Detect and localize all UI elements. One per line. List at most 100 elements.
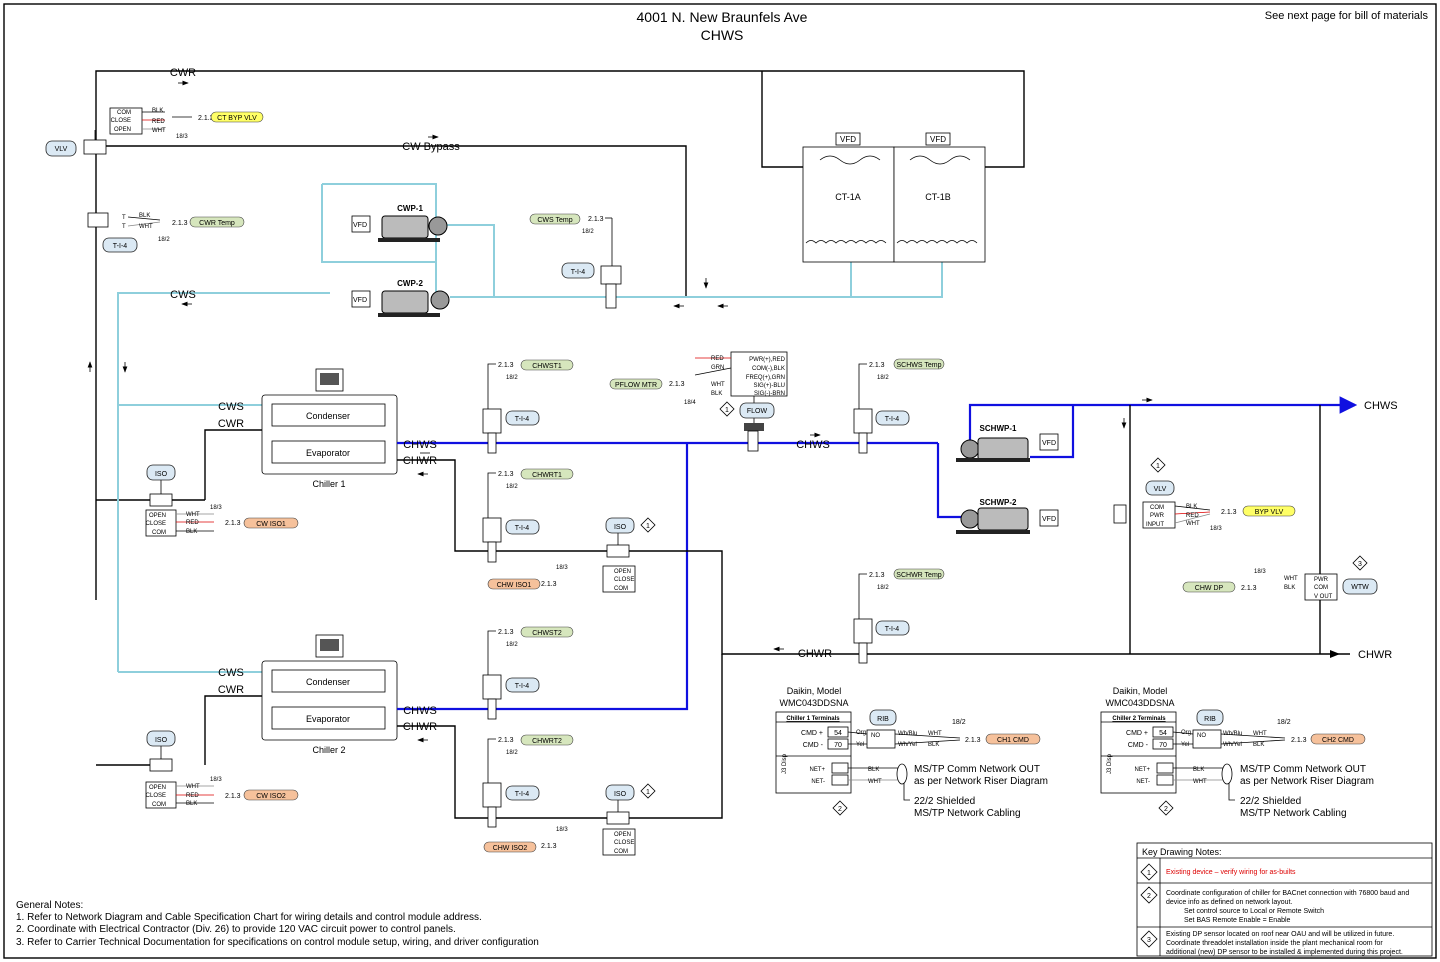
general-note-2: 2. Coordinate with Electrical Contractor…: [16, 924, 456, 935]
cwiso1-com: COM: [152, 530, 166, 536]
ti4-schws: T-I-4: [885, 416, 899, 423]
tag-schws-temp-text: SCHWS Temp: [897, 362, 942, 369]
byp-com: COM: [1150, 505, 1164, 511]
cwr-temp-sensor: [87, 212, 109, 228]
rib-1: RIB: [877, 716, 889, 723]
ct-bypass-valve: [83, 130, 107, 155]
ch2-maker: Daikin, Model: [1113, 686, 1168, 696]
ch2-netwht: WHT: [1193, 779, 1207, 785]
diamond-iso2: 1: [646, 789, 650, 796]
key-notes-box: [1136, 842, 1433, 957]
rib-2: RIB: [1204, 716, 1216, 723]
tag-chwst1-text: CHWST1: [532, 363, 562, 370]
ct1a-vfd-label: VFD: [840, 135, 856, 144]
ti4-bubble-cwr: [102, 237, 138, 253]
general-notes-title: General Notes:: [16, 900, 83, 911]
cwiso1-gauge: 18/3: [210, 505, 222, 511]
flow-t3: FREQ(+),GRN: [746, 375, 785, 381]
tag-schwr-temp: [893, 568, 945, 580]
ch1-t70: 70: [834, 742, 842, 749]
ch1-yel: Yel: [856, 742, 864, 748]
chwiso1-open: OPEN: [614, 569, 631, 575]
ch1-cmd-minus: CMD -: [803, 742, 824, 749]
ti4-chwrt1: T-I-4: [515, 525, 529, 532]
cwp1-label: CWP-1: [397, 204, 423, 213]
chwiso1-com: COM: [614, 586, 628, 592]
chw-iso2-valve: [606, 800, 630, 825]
ch2-chwr: CHWR: [403, 721, 437, 733]
ti4-chwrt2: T-I-4: [515, 791, 529, 798]
ct-byp-terminal: [109, 107, 143, 135]
ch1-cws: CWS: [218, 401, 244, 413]
cwiso1-close: CLOSE: [146, 521, 166, 527]
cw-iso1-terminal: [145, 509, 177, 537]
cws-gauge: 18/2: [582, 229, 594, 235]
cwr-addr: 2.1.3: [172, 220, 188, 227]
cw-iso2-terminal: [145, 781, 177, 809]
chwrt2-gauge: 18/2: [506, 750, 518, 756]
dp-addr: 2.1.3: [1241, 585, 1257, 592]
chwst1-addr: 2.1.3: [498, 362, 514, 369]
cwiso2-addr: 2.1.3: [225, 793, 241, 800]
tag-chwst1: [520, 359, 574, 371]
general-note-3: 3. Refer to Carrier Technical Documentat…: [16, 937, 539, 948]
chwiso1-addr: 2.1.3: [541, 581, 557, 588]
tag-cw-iso2: [243, 789, 299, 801]
ch2-addr: 2.1.3: [1291, 737, 1307, 744]
key-note-2-num: 2: [1147, 893, 1151, 900]
ch1-cmd-plus: CMD +: [801, 730, 823, 737]
key-note-2-l4: Set BAS Remote Enable = Enable: [1184, 917, 1291, 924]
ch1-netblk: BLK: [868, 767, 879, 773]
byp-addr: 2.1.3: [1221, 509, 1237, 516]
ct1b-label: CT-1B: [925, 192, 951, 202]
ch2-gauge: 18/2: [1277, 719, 1291, 726]
ch1-whblu: Wh/Blu: [898, 731, 917, 737]
cws-label: CWS: [170, 289, 196, 301]
flow-t1: PWR(+),RED: [749, 357, 786, 363]
chwrt1-addr: 2.1.3: [498, 471, 514, 478]
diamond-iso1: 1: [646, 523, 650, 530]
ct-byp-com: COM: [117, 110, 131, 116]
schwr-gauge: 18/2: [877, 585, 889, 591]
cwiso1-red: RED: [186, 520, 199, 526]
tag-ct-byp-vlv: [210, 111, 264, 123]
tag-byp-vlv: [1242, 505, 1296, 517]
chwiso2-open: OPEN: [614, 832, 631, 838]
schws-gauge: 18/2: [877, 375, 889, 381]
ch1-wht: WHT: [928, 731, 942, 737]
chwiso1-close: CLOSE: [614, 577, 634, 583]
ch1-netwht: WHT: [868, 779, 882, 785]
cwp1-vfd-label: VFD: [353, 222, 367, 229]
ch2-netout-2: as per Network Riser Diagram: [1240, 776, 1374, 787]
schwp2-vfd: VFD: [1042, 516, 1056, 523]
schws-addr: 2.1.3: [869, 362, 885, 369]
pflow-red: RED: [711, 356, 724, 362]
title-line-2: CHWS: [701, 27, 744, 43]
iso-bubble-chw2: [605, 784, 635, 801]
ch1-netout-2: as per Network Riser Diagram: [914, 776, 1048, 787]
ch1-model: WMC043DDSNA: [779, 698, 848, 708]
key-note-1: Existing device – verify wiring for as-b…: [1166, 869, 1296, 876]
chiller-1: [261, 368, 398, 475]
iso-cw1: ISO: [155, 471, 168, 478]
ch2-whblu: Wh/Blu: [1223, 731, 1242, 737]
ti4-bubbles: [505, 410, 910, 801]
chw-sensors: [482, 408, 873, 828]
tag-chw-dp: [1182, 581, 1236, 593]
key-note-2-l3: Set control source to Local or Remote Sw…: [1184, 908, 1324, 915]
ch2-t54: 54: [1159, 730, 1167, 737]
tag-cw-iso1-text: CW ISO1: [256, 521, 286, 528]
chw-iso1-valve: [606, 533, 630, 558]
ct-byp-addr: 2.1.3: [198, 115, 214, 122]
pflow-grn: GRN: [711, 365, 724, 371]
tag-byp-vlv-text: BYP VLV: [1255, 509, 1284, 516]
ch2-t70: 70: [1159, 742, 1167, 749]
key-note-3-l1: Existing DP sensor located on roof near …: [1166, 931, 1394, 938]
ch1-net-minus: NET-: [811, 779, 825, 785]
byp-wht: WHT: [1186, 521, 1200, 527]
dp-vout: V OUT: [1314, 594, 1333, 600]
note-diamonds: [640, 401, 1368, 816]
vlv-byp: VLV: [1154, 486, 1167, 493]
chwr-in-label: CHWR: [1358, 649, 1392, 661]
